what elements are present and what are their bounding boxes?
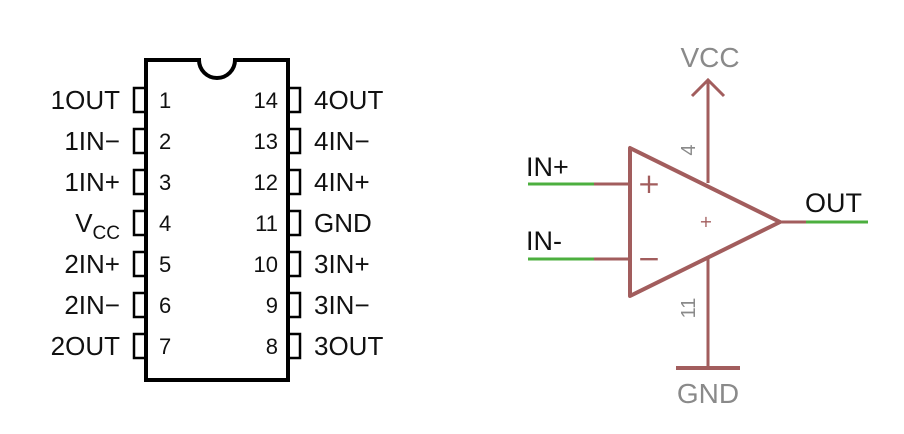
pin-stub-5	[132, 250, 148, 278]
vcc-arrow	[690, 77, 726, 98]
pin-label-2: 1IN−	[64, 126, 120, 156]
pin-stub-2	[132, 127, 148, 155]
pin-stub-7	[132, 332, 148, 360]
in-minus-label: IN-	[526, 226, 562, 256]
pin-number-1: 1	[159, 88, 171, 113]
pin-label-8: 3OUT	[314, 331, 383, 361]
pin-stub-6	[132, 291, 148, 319]
pin-label-4-sub: CC	[93, 223, 120, 244]
pin-label-11: GND	[314, 208, 372, 238]
pin-number-7: 7	[159, 334, 171, 359]
pin-label-13: 4IN−	[314, 126, 370, 156]
opamp-minus-sign: −	[637, 242, 660, 275]
gnd-label: GND	[677, 378, 739, 409]
opamp-center-mark: +	[699, 212, 712, 231]
pin-label-4-main: V	[75, 208, 93, 238]
vcc-label: VCC	[680, 42, 739, 73]
pin-label-10: 3IN+	[314, 249, 370, 279]
pin-stub-10	[286, 250, 302, 278]
pin-label-6: 2IN−	[64, 290, 120, 320]
pin-label-12: 4IN+	[314, 167, 370, 197]
pin-number-3: 3	[159, 170, 171, 195]
pin-stub-14	[286, 86, 302, 114]
pin-number-4: 4	[159, 211, 171, 236]
pin-label-3: 1IN+	[64, 167, 120, 197]
pin-stub-1	[132, 86, 148, 114]
pin-stub-13	[286, 127, 302, 155]
pin-stub-9	[286, 291, 302, 319]
out-label: OUT	[805, 188, 862, 218]
pin-label-5: 2IN+	[64, 249, 120, 279]
pin-number-14: 14	[254, 88, 278, 113]
opamp-symbol: VCC 4 11 GND + − + IN+ IN- OUT	[526, 42, 868, 409]
opamp-triangle	[628, 146, 782, 298]
pin-label-14: 4OUT	[314, 85, 383, 115]
pin-label-9: 3IN−	[314, 290, 370, 320]
pin-number-11: 11	[255, 211, 278, 236]
pin-number-9: 9	[266, 293, 278, 318]
pin-number-10: 10	[254, 252, 278, 277]
pin-stub-8	[286, 332, 302, 360]
package-body	[144, 58, 290, 382]
pin-number-6: 6	[159, 293, 171, 318]
pin-label-1: 1OUT	[51, 85, 120, 115]
opamp-plus-sign: +	[637, 167, 660, 200]
pin-number-13: 13	[254, 129, 278, 154]
vcc-pin-number: 4	[678, 144, 700, 155]
pin-number-8: 8	[266, 334, 278, 359]
pin-label-7: 2OUT	[51, 331, 120, 361]
dip-package: 1OUT 1IN− 1IN+ VCC 2IN+ 2IN− 2OUT 1 2 3 …	[51, 58, 383, 382]
gnd-pin-number: 11	[678, 298, 700, 319]
pin-number-12: 12	[254, 170, 278, 195]
pin-stub-11	[286, 209, 302, 237]
pin-stub-12	[286, 168, 302, 196]
pin-stub-3	[132, 168, 148, 196]
pin-number-5: 5	[159, 252, 171, 277]
pin-number-2: 2	[159, 129, 171, 154]
pin-stub-4	[132, 209, 148, 237]
pin-label-4: VCC	[75, 208, 120, 244]
in-plus-label: IN+	[526, 152, 569, 182]
